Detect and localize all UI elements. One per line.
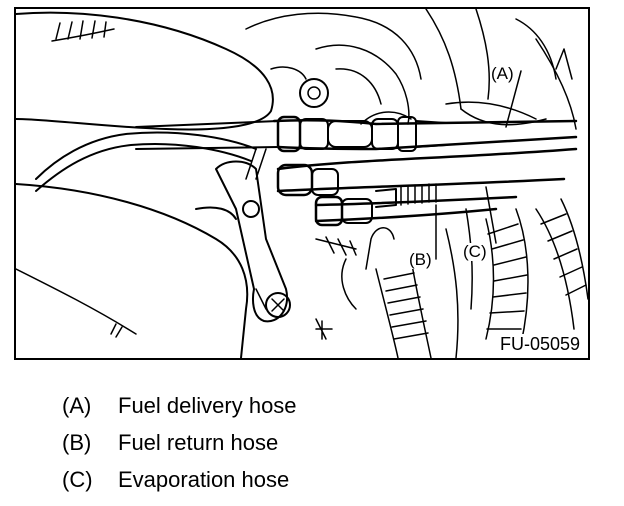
engine-diagram: (A) (B) (C) FU-05059 [14, 7, 590, 360]
callout-a: (A) [490, 64, 515, 83]
legend-item-a: (A) Fuel delivery hose [62, 393, 297, 419]
legend-key: (A) [62, 393, 92, 418]
figure-id-label: FU-05059 [497, 334, 582, 354]
legend-key: (C) [62, 467, 93, 492]
legend-item-c: (C) Evaporation hose [62, 467, 289, 493]
legend-text: Evaporation hose [118, 467, 290, 492]
legend-text: Fuel return hose [118, 430, 279, 455]
callout-c: (C) [462, 242, 488, 261]
legend-key: (B) [62, 430, 92, 455]
legend-item-b: (B) Fuel return hose [62, 430, 278, 456]
line-drawing [16, 9, 588, 358]
legend-text: Fuel delivery hose [118, 393, 297, 418]
callout-b: (B) [408, 250, 433, 269]
